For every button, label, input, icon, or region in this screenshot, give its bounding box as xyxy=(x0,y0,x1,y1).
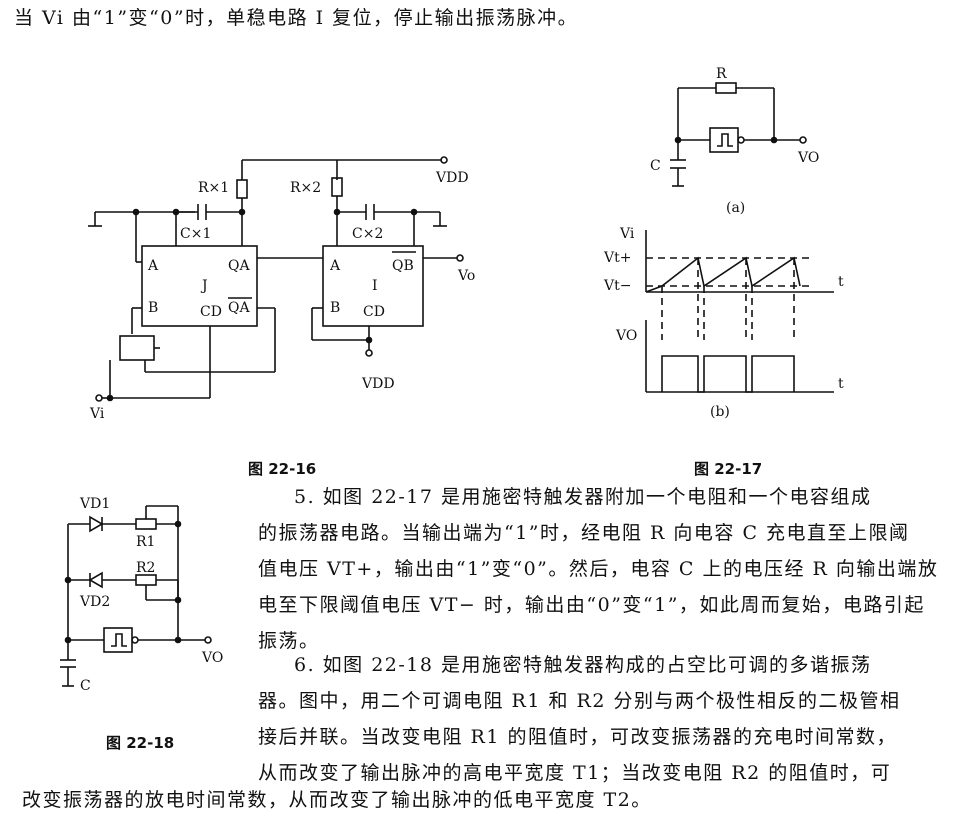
label-j: J xyxy=(200,278,208,294)
label-t2: t xyxy=(838,376,844,392)
paragraph6-line3: 接后并联。当改变电阻 R1 的阻值时，可改变振荡器的充电时间常数， xyxy=(258,726,897,748)
figure-22-17a: R C VO (a) xyxy=(650,66,819,216)
figure-22-17b: Vi Vt+ Vt− t VO t (b) xyxy=(603,226,844,420)
label-r2: R×2 xyxy=(290,180,321,196)
label-i: I xyxy=(372,278,378,294)
figure-22-18: VD1 VD2 R1 R2 C VO xyxy=(60,496,223,694)
label-vo: VO xyxy=(797,150,819,166)
paragraph6-line2: 器。图中，用二个可调电阻 R1 和 R2 分别与两个极性相反的二极管相 xyxy=(258,690,901,712)
label-vi: Vi xyxy=(619,226,635,242)
paragraph5-line4: 电至下限阈值电压 VT− 时，输出由“0”变“1”，如此周而复始，电路引起 xyxy=(258,594,925,616)
label-b1: B xyxy=(148,300,158,316)
label-c: C xyxy=(650,158,661,174)
label-r1: R1 xyxy=(136,534,155,550)
label-r1: R×1 xyxy=(198,180,229,196)
figure-22-16: R×1 R×2 C×1 C×2 VDD VDD Vo Vi A B J QA Q… xyxy=(88,156,475,422)
label-a2: A xyxy=(329,258,341,274)
label-vo: Vo xyxy=(457,268,475,284)
label-b2: B xyxy=(330,300,340,316)
caption-22-17: 图 22-17 xyxy=(694,460,763,478)
label-c: C xyxy=(80,678,91,694)
label-cd1: CD xyxy=(200,304,222,320)
caption-22-16: 图 22-16 xyxy=(248,460,317,478)
label-qa: QA xyxy=(228,258,250,274)
label-c1: C×1 xyxy=(180,226,211,242)
label-a1: A xyxy=(147,258,159,274)
intro-line: 当 Vi 由“1”变“0”时，单稳电路 I 复位，停止输出振荡脉冲。 xyxy=(14,7,579,29)
label-sub-b: (b) xyxy=(710,404,730,420)
label-qb-bar: QB xyxy=(392,258,414,274)
label-vd2: VD2 xyxy=(79,594,110,610)
label-vt-minus: Vt− xyxy=(603,278,631,294)
label-cd2: CD xyxy=(363,304,385,320)
paragraph5-line1: 5. 如图 22-17 是用施密特触发器附加一个电阻和一个电容组成 xyxy=(294,486,872,508)
paragraph5-line2: 的振荡器电路。当输出端为“1”时，经电阻 R 向电容 C 充电直至上限阈 xyxy=(258,522,910,544)
label-qa-bar: QA xyxy=(228,300,250,316)
label-c2: C×2 xyxy=(352,226,383,242)
paragraph6-line4: 从而改变了输出脉冲的高电平宽度 T1；当改变电阻 R2 的阻值时，可 xyxy=(258,762,892,784)
label-vdd-bottom: VDD xyxy=(361,376,395,392)
paragraph5-line3: 值电压 VT+，输出由“1”变“0”。然后，电容 C 上的电压经 R 向输出端放 xyxy=(258,558,939,580)
label-vo-b: VO xyxy=(615,328,637,344)
paragraph6-line1: 6. 如图 22-18 是用施密特触发器构成的占空比可调的多谐振荡 xyxy=(294,654,872,676)
paragraph6-line5: 改变振荡器的放电时间常数，从而改变了输出脉冲的低电平宽度 T2。 xyxy=(22,789,652,811)
caption-22-18: 图 22-18 xyxy=(106,734,175,752)
label-t1: t xyxy=(838,274,844,290)
label-r2: R2 xyxy=(136,560,155,576)
label-vd1: VD1 xyxy=(79,496,110,512)
label-vt-plus: Vt+ xyxy=(603,250,631,266)
label-vi: Vi xyxy=(89,406,105,422)
label-vo: VO xyxy=(201,650,223,666)
label-r: R xyxy=(716,66,727,82)
label-sub-a: (a) xyxy=(726,200,745,216)
paragraph5-line5: 振荡。 xyxy=(258,630,320,652)
label-vdd-top: VDD xyxy=(435,170,469,186)
